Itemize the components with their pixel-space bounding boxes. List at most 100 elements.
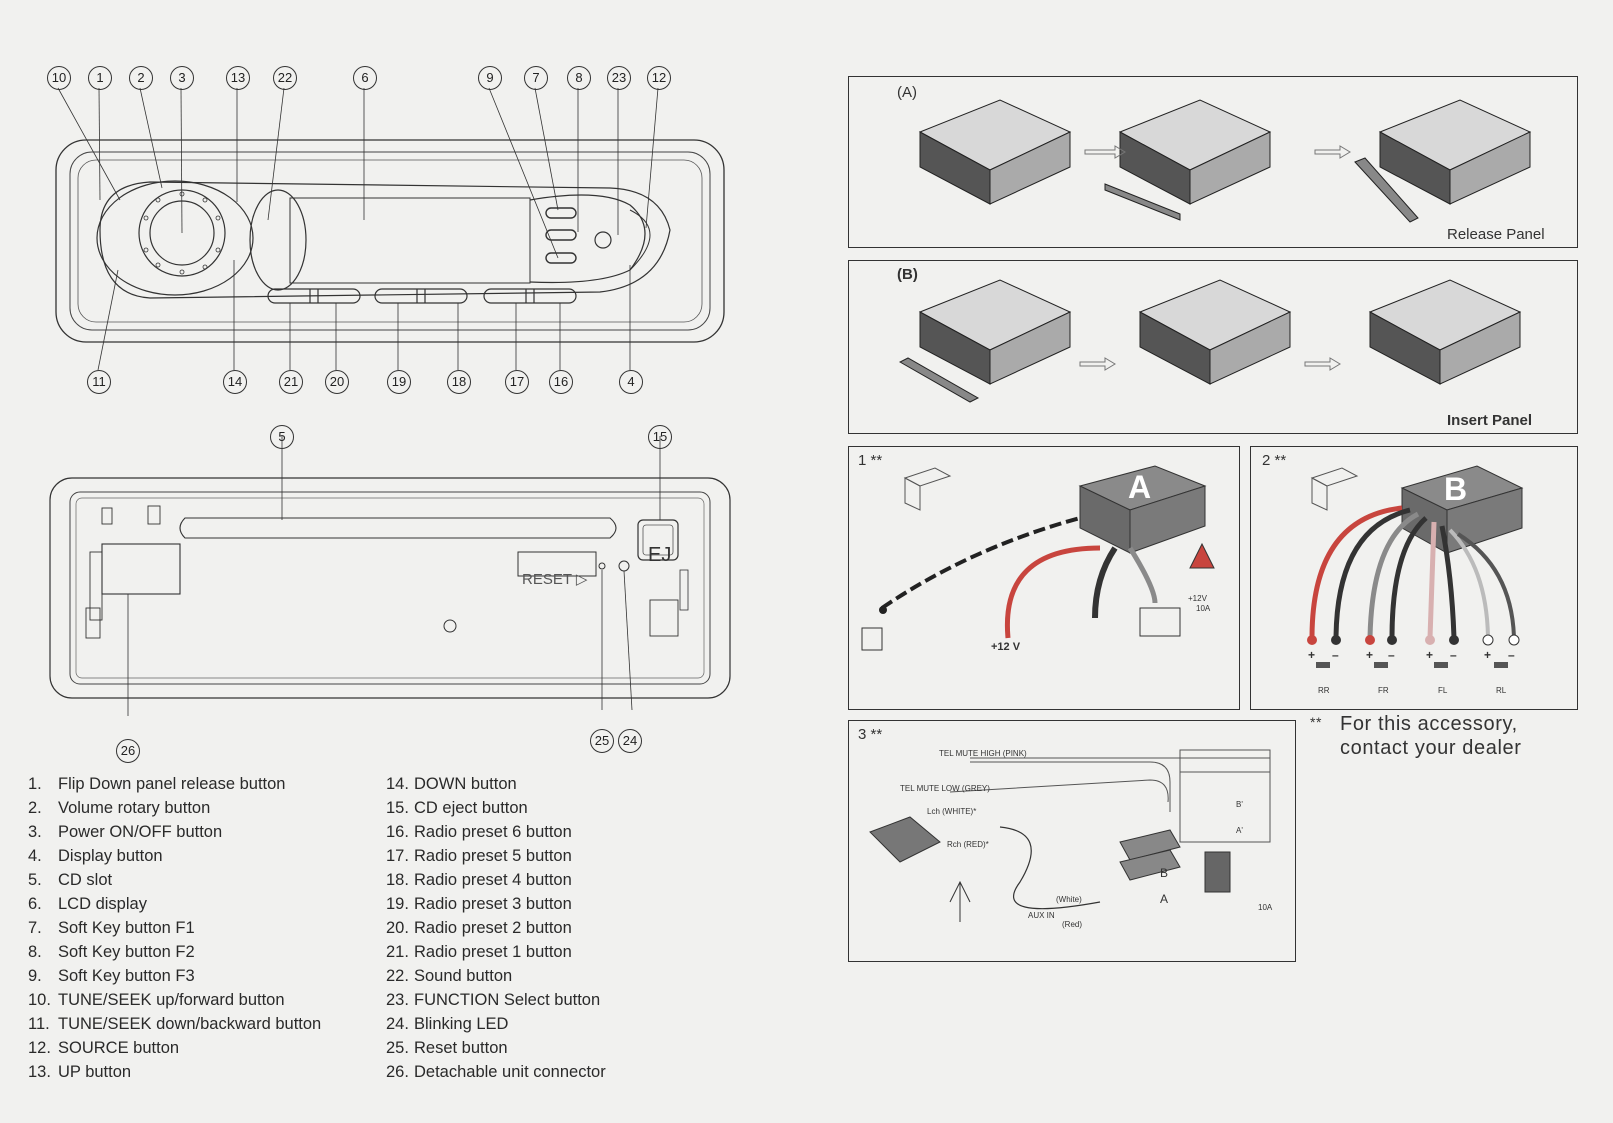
callout-25: 25 xyxy=(590,729,614,753)
accessory-note: ** For this accessory, contact your deal… xyxy=(1310,712,1522,760)
insert-panel-illustration xyxy=(898,279,1522,403)
aux-in-label: AUX IN xyxy=(1028,911,1055,920)
legend-item: 4.Display button xyxy=(28,847,163,865)
callout-18: 18 xyxy=(447,370,471,394)
speaker-fr-minus: – xyxy=(1388,648,1395,662)
legend-item: 17.Radio preset 5 button xyxy=(386,847,572,865)
callout-1: 1 xyxy=(88,66,112,90)
wiring-1-fuse-voltage: +12V xyxy=(1188,594,1207,603)
callout-14: 14 xyxy=(223,370,247,394)
tel-mute-low-label: TEL MUTE LOW (GREY) xyxy=(900,784,990,793)
callout-26: 26 xyxy=(116,739,140,763)
legend-item: 3.Power ON/OFF button xyxy=(28,823,223,841)
callout-16: 16 xyxy=(549,370,573,394)
callout-9: 9 xyxy=(478,66,502,90)
fuse-10a-label: 10A xyxy=(1258,903,1273,912)
legend-item: 20.Radio preset 2 button xyxy=(386,919,572,937)
note-line-1: For this accessory, xyxy=(1340,713,1518,735)
release-panel-illustration xyxy=(918,99,1532,223)
callout-4: 4 xyxy=(619,370,643,394)
legend-item: 22.Sound button xyxy=(386,967,513,985)
white-plug-label: (White) xyxy=(1056,895,1082,904)
legend-item: 18.Radio preset 4 button xyxy=(386,871,572,889)
callout-10: 10 xyxy=(47,66,71,90)
legend-item: 24.Blinking LED xyxy=(386,1015,509,1033)
callout-24: 24 xyxy=(618,729,642,753)
front-panel-diagram xyxy=(55,87,725,371)
callout-5: 5 xyxy=(270,425,294,449)
connector-b-label: B xyxy=(1160,866,1169,880)
wiring-3-frame xyxy=(848,720,1296,962)
legend-item: 6.LCD display xyxy=(28,895,147,913)
speaker-rr-label: RR xyxy=(1318,686,1330,695)
wiring-2-label: 2 ** xyxy=(1262,452,1287,469)
wiring-1-voltage: +12 V xyxy=(991,641,1021,653)
rch-label: Rch (RED)* xyxy=(947,840,989,849)
callout-13: 13 xyxy=(226,66,250,90)
wiring-1-label: 1 ** xyxy=(858,452,883,469)
legend-item: 2.Volume rotary button xyxy=(28,799,211,817)
callout-22: 22 xyxy=(273,66,297,90)
legend-item: 15.CD eject button xyxy=(386,799,528,817)
wiring-1-frame xyxy=(848,446,1240,710)
speaker-rr-minus: – xyxy=(1332,648,1339,662)
callout-11: 11 xyxy=(87,370,111,394)
speaker-rl-label: RL xyxy=(1496,686,1507,695)
speaker-rl-minus: – xyxy=(1508,648,1515,662)
note-line-2: contact your dealer xyxy=(1340,737,1522,759)
wiring-1-illustration: A xyxy=(861,465,1215,651)
release-panel-caption: Release Panel xyxy=(1447,226,1545,243)
connector-b-letter: B xyxy=(1444,471,1467,507)
speaker-fr-plus: + xyxy=(1366,648,1374,662)
connector-b2-label: B' xyxy=(1236,800,1243,809)
insert-panel-frame xyxy=(848,260,1578,434)
note-stars: ** xyxy=(1310,714,1323,730)
callout-23: 23 xyxy=(607,66,631,90)
wiring-2-illustration: B xyxy=(1307,465,1524,668)
legend-item: 23.FUNCTION Select button xyxy=(386,991,601,1009)
eject-label: EJ xyxy=(648,544,672,566)
callout-21: 21 xyxy=(279,370,303,394)
callout-19: 19 xyxy=(387,370,411,394)
callout-17: 17 xyxy=(505,370,529,394)
wiring-1-fuse-amps: 10A xyxy=(1196,604,1211,613)
speaker-fl-minus: – xyxy=(1450,648,1457,662)
connector-a2-label: A' xyxy=(1236,826,1243,835)
connector-a-letter: A xyxy=(1128,469,1151,505)
release-panel-frame xyxy=(848,76,1578,248)
legend-item: 7.Soft Key button F1 xyxy=(28,919,195,937)
legend-item: 1.Flip Down panel release button xyxy=(28,775,286,793)
callout-20: 20 xyxy=(325,370,349,394)
speaker-fr-label: FR xyxy=(1378,686,1389,695)
legend-item: 19.Radio preset 3 button xyxy=(386,895,572,913)
legend-item: 10.TUNE/SEEK up/forward button xyxy=(28,991,285,1009)
wiring-3-label: 3 ** xyxy=(858,726,883,743)
connector-a-label: A xyxy=(1160,892,1169,906)
legend-item: 25.Reset button xyxy=(386,1039,508,1057)
legend-item: 12.SOURCE button xyxy=(28,1039,180,1057)
callout-12: 12 xyxy=(647,66,671,90)
speaker-fl-label: FL xyxy=(1438,686,1448,695)
legend-item: 5.CD slot xyxy=(28,871,113,889)
legend-item: 16.Radio preset 6 button xyxy=(386,823,572,841)
callout-8: 8 xyxy=(567,66,591,90)
legend-item: 21.Radio preset 1 button xyxy=(386,943,572,961)
insert-panel-caption: Insert Panel xyxy=(1447,412,1533,429)
legend-item: 9.Soft Key button F3 xyxy=(28,967,195,985)
legend-item: 26.Detachable unit connector xyxy=(386,1063,606,1081)
panel-b-label: (B) xyxy=(897,266,918,283)
red-plug-label: (Red) xyxy=(1062,920,1083,929)
callout-3: 3 xyxy=(170,66,194,90)
callout-6: 6 xyxy=(353,66,377,90)
rear-panel-diagram xyxy=(49,436,731,716)
panel-a-label: (A) xyxy=(897,84,917,101)
legend-item: 11.TUNE/SEEK down/backward button xyxy=(28,1015,322,1033)
speaker-rr-plus: + xyxy=(1308,648,1316,662)
wiring-3-illustration xyxy=(869,749,1271,922)
legend-item: 14.DOWN button xyxy=(386,775,517,793)
callout-2: 2 xyxy=(129,66,153,90)
callout-7: 7 xyxy=(524,66,548,90)
speaker-rl-plus: + xyxy=(1484,648,1492,662)
wiring-2-frame xyxy=(1250,446,1578,710)
